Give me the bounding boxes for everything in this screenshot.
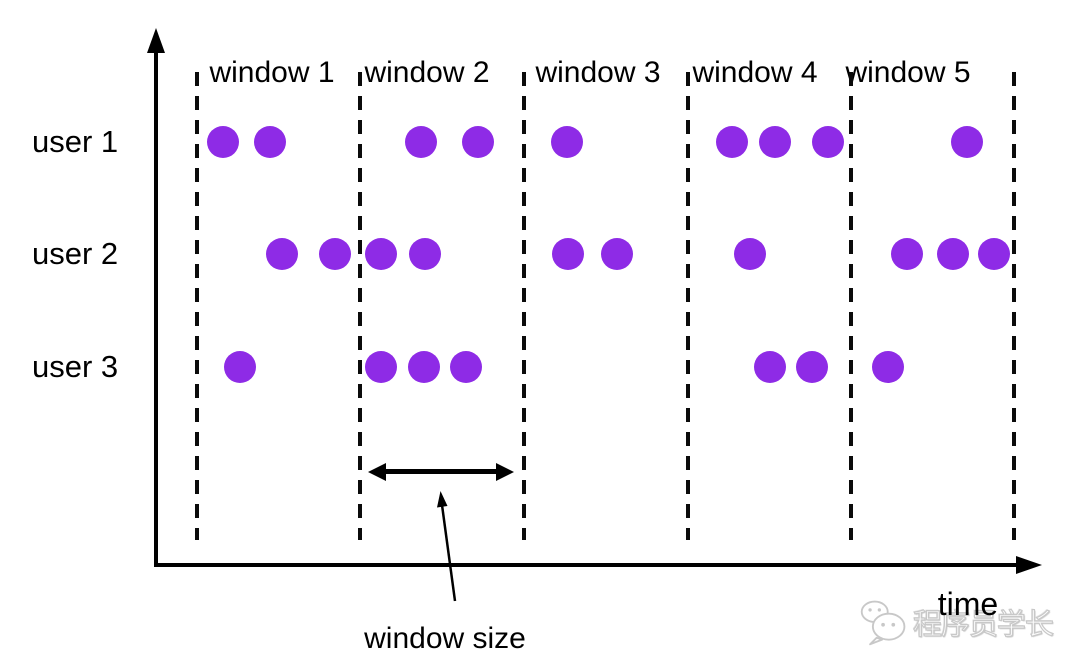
window-2-label: window 2 (364, 56, 490, 89)
event-dot-user-2 (319, 238, 351, 270)
event-dot-user-3 (365, 351, 397, 383)
watermark: 程序员学长 (858, 598, 1055, 646)
event-dot-user-3 (224, 351, 256, 383)
event-dot-user-3 (450, 351, 482, 383)
window-size-arrow-shaft (382, 469, 500, 474)
event-dot-user-2 (937, 238, 969, 270)
event-dot-user-2 (552, 238, 584, 270)
wechat-icon (860, 600, 906, 646)
window-boundary-dashed-line (522, 72, 526, 540)
event-dot-user-1 (207, 126, 239, 158)
event-dot-user-3 (754, 351, 786, 383)
user-2-label: user 2 (32, 236, 119, 271)
user-3-label: user 3 (32, 349, 119, 384)
event-dot-user-2 (891, 238, 923, 270)
user-1-label: user 1 (32, 124, 119, 159)
watermark-text: 程序员学长 (912, 608, 1054, 641)
event-dot-user-2 (601, 238, 633, 270)
event-dot-user-1 (716, 126, 748, 158)
time-axis-label: time (937, 586, 999, 622)
x-axis-arrowhead-icon (1016, 556, 1042, 574)
event-dot-user-1 (405, 126, 437, 158)
window-size-arrow-left-head-icon (368, 463, 386, 481)
event-dot-user-2 (266, 238, 298, 270)
window-boundary-dashed-line (686, 72, 690, 540)
event-dot-user-2 (734, 238, 766, 270)
x-axis-line (154, 563, 1018, 567)
window-1-label: window 1 (209, 56, 335, 89)
window-boundary-dashed-line (358, 72, 362, 540)
window-4-label: window 4 (692, 56, 818, 89)
event-dot-user-3 (796, 351, 828, 383)
event-dot-user-2 (409, 238, 441, 270)
window-boundary-dashed-line (1012, 72, 1016, 540)
window-5-label: window 5 (845, 56, 971, 89)
y-axis-arrowhead-icon (147, 28, 165, 53)
window-3-label: window 3 (535, 56, 661, 89)
window-size-label: window size (364, 622, 526, 655)
window-size-arrow-right-head-icon (496, 463, 514, 481)
event-dot-user-1 (951, 126, 983, 158)
event-dot-user-1 (812, 126, 844, 158)
event-dot-user-1 (759, 126, 791, 158)
window-boundary-dashed-line (849, 72, 853, 540)
event-dot-user-1 (551, 126, 583, 158)
y-axis-line (154, 48, 158, 566)
event-dot-user-3 (872, 351, 904, 383)
event-dot-user-3 (408, 351, 440, 383)
event-dot-user-1 (462, 126, 494, 158)
event-dot-user-1 (254, 126, 286, 158)
window-boundary-dashed-line (195, 72, 199, 540)
event-dot-user-2 (978, 238, 1010, 270)
window-size-pointer-arrow-icon (437, 491, 457, 602)
event-dot-user-2 (365, 238, 397, 270)
